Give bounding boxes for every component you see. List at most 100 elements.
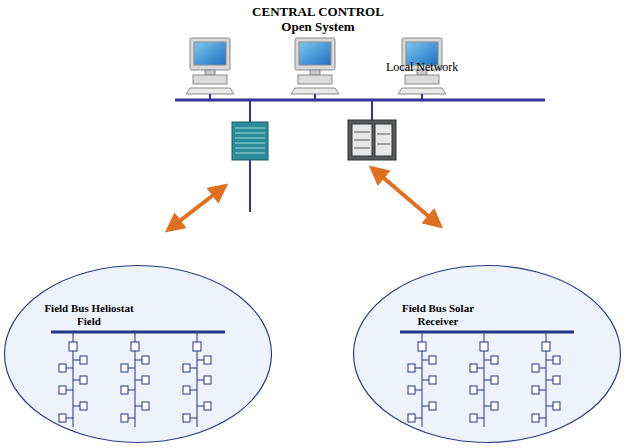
stub bbox=[73, 380, 80, 381]
field-device bbox=[491, 376, 498, 384]
stub bbox=[128, 418, 135, 419]
field-device bbox=[121, 386, 128, 394]
stub bbox=[190, 418, 197, 419]
diagram-title: CENTRAL CONTROL bbox=[252, 4, 384, 20]
coupler bbox=[418, 342, 426, 351]
field-device bbox=[204, 376, 211, 384]
field-device bbox=[80, 402, 87, 410]
branch bbox=[484, 332, 485, 342]
field-device bbox=[59, 386, 66, 394]
ellipse-shape bbox=[354, 266, 621, 443]
ellipse-outline bbox=[352, 264, 622, 444]
link-arrows bbox=[168, 168, 440, 230]
field-device bbox=[532, 364, 539, 372]
field-device bbox=[408, 386, 415, 394]
branch bbox=[197, 332, 198, 342]
stub bbox=[484, 406, 491, 407]
field-device bbox=[553, 356, 560, 364]
stub bbox=[73, 406, 80, 407]
stub bbox=[135, 380, 142, 381]
stub bbox=[197, 406, 204, 407]
stub bbox=[73, 360, 80, 361]
field-bus-tree bbox=[400, 332, 574, 427]
field-bus-line bbox=[400, 331, 574, 334]
stub bbox=[477, 390, 484, 391]
branch bbox=[197, 351, 198, 427]
stub bbox=[539, 368, 546, 369]
field-device bbox=[491, 356, 498, 364]
stub bbox=[539, 390, 546, 391]
field-device bbox=[429, 402, 436, 410]
stub bbox=[197, 380, 204, 381]
stub bbox=[135, 406, 142, 407]
coupler bbox=[542, 342, 550, 351]
field-bus-title: Field Bus Heliostat Field bbox=[43, 302, 135, 328]
field-bus-ellipse: Field Bus Heliostat Field bbox=[3, 264, 273, 444]
coupler bbox=[193, 342, 201, 351]
branch bbox=[73, 351, 74, 427]
field-device bbox=[491, 402, 498, 410]
stub bbox=[546, 360, 553, 361]
stub bbox=[197, 360, 204, 361]
network-label: Local Network bbox=[386, 60, 458, 75]
stub bbox=[477, 368, 484, 369]
ellipse-outline bbox=[3, 264, 273, 444]
stub bbox=[415, 418, 422, 419]
field-bus-title: Field Bus Solar Receiver bbox=[392, 302, 484, 328]
field-device bbox=[429, 356, 436, 364]
coupler bbox=[480, 342, 488, 351]
branch bbox=[546, 332, 547, 342]
field-device bbox=[532, 386, 539, 394]
field-bus-tree bbox=[51, 332, 225, 427]
field-bus-line bbox=[51, 331, 225, 334]
field-device bbox=[429, 376, 436, 384]
coupler bbox=[131, 342, 139, 351]
field-device bbox=[470, 364, 477, 372]
field-device bbox=[142, 402, 149, 410]
local-network-bus bbox=[175, 94, 545, 212]
field-device bbox=[80, 356, 87, 364]
stub bbox=[484, 380, 491, 381]
field-device bbox=[142, 356, 149, 364]
stub bbox=[484, 360, 491, 361]
field-device bbox=[183, 364, 190, 372]
stub bbox=[477, 418, 484, 419]
stub bbox=[135, 360, 142, 361]
stub bbox=[128, 368, 135, 369]
stub bbox=[415, 390, 422, 391]
subtitle-label: Open System bbox=[281, 19, 354, 35]
field-device bbox=[408, 414, 415, 422]
stub bbox=[190, 390, 197, 391]
field-device bbox=[470, 414, 477, 422]
stub bbox=[546, 406, 553, 407]
field-device bbox=[183, 414, 190, 422]
server-device bbox=[348, 120, 396, 160]
stub bbox=[66, 368, 73, 369]
branch bbox=[135, 332, 136, 342]
stub bbox=[415, 368, 422, 369]
coupler bbox=[69, 342, 77, 351]
field-device bbox=[470, 386, 477, 394]
field-bus-ellipse: Field Bus Solar Receiver bbox=[352, 264, 622, 444]
stub bbox=[66, 418, 73, 419]
field-device bbox=[532, 414, 539, 422]
stub bbox=[190, 368, 197, 369]
field-device bbox=[121, 414, 128, 422]
field-device bbox=[80, 376, 87, 384]
stub bbox=[66, 390, 73, 391]
field-device bbox=[183, 386, 190, 394]
field-device bbox=[204, 356, 211, 364]
stub bbox=[128, 390, 135, 391]
field-device bbox=[408, 364, 415, 372]
field-device bbox=[59, 364, 66, 372]
branch bbox=[484, 351, 485, 427]
field-device bbox=[121, 364, 128, 372]
rack-device bbox=[232, 122, 268, 160]
field-device bbox=[59, 414, 66, 422]
branch bbox=[73, 332, 74, 342]
stub bbox=[422, 360, 429, 361]
field-device bbox=[553, 376, 560, 384]
stub bbox=[546, 380, 553, 381]
ellipse-shape bbox=[5, 266, 272, 443]
branch bbox=[422, 351, 423, 427]
